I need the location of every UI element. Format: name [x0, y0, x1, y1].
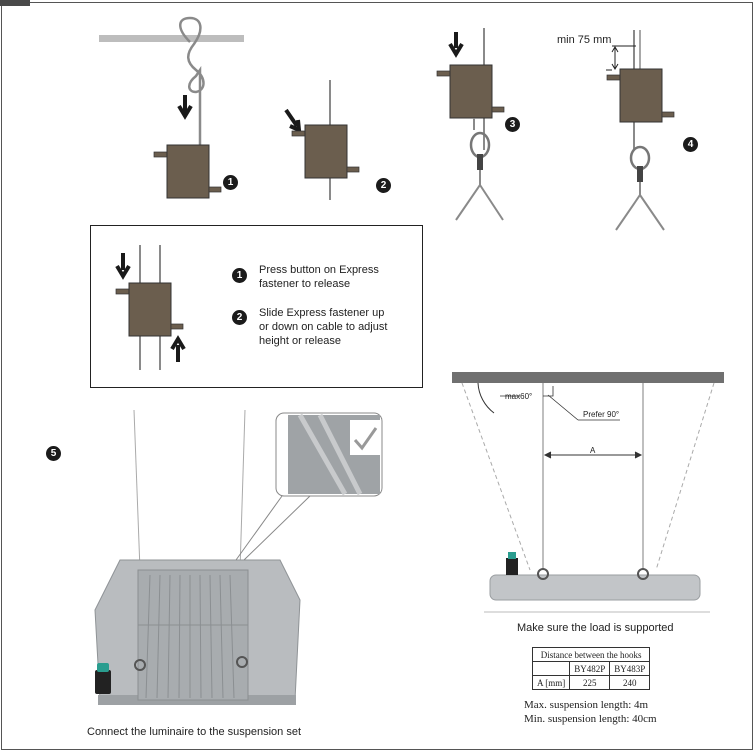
express-fastener — [304, 124, 348, 179]
luminaire-grille — [137, 569, 249, 701]
table-col-2: BY483P — [609, 661, 651, 676]
connector — [506, 558, 518, 575]
step-1-illustration — [99, 16, 244, 199]
step-badge-5: 5 — [46, 446, 61, 461]
fastener-button — [346, 166, 360, 173]
corner-tab — [0, 0, 30, 6]
hook-ring — [629, 145, 651, 171]
cable-loop — [179, 16, 205, 145]
hook-ring — [469, 131, 491, 159]
express-fastener — [449, 64, 493, 119]
suspension-diagram — [452, 372, 724, 613]
min-distance-label: min 75 mm — [557, 34, 612, 46]
down-arrow-icon — [177, 95, 193, 120]
legend-item-2-line3: height or release — [259, 335, 341, 347]
legend-item-2-line1: Slide Express fastener up — [259, 307, 385, 319]
step-3-illustration — [436, 28, 505, 221]
legend-illustration — [115, 245, 186, 370]
fastener-button — [291, 130, 306, 137]
diagonal-arrow-icon — [284, 108, 302, 134]
table-col-1: BY482P — [569, 661, 611, 676]
legend-badge-2: 2 — [232, 310, 247, 325]
step-4-illustration — [606, 30, 675, 231]
step-badge-3: 3 — [505, 117, 520, 132]
step-badge-2: 2 — [376, 178, 391, 193]
ceiling-bar — [99, 35, 244, 42]
down-arrow-icon — [115, 253, 131, 280]
fastener-button — [208, 186, 222, 193]
hook-stem — [477, 154, 483, 170]
legend-item-1-line2: fastener to release — [259, 278, 351, 290]
legend-item-1-line1: Press button on Express — [259, 264, 379, 276]
distance-a-label: A — [590, 446, 596, 455]
hook-ring — [134, 659, 146, 671]
luminaire-caption: Connect the luminaire to the suspension … — [87, 726, 302, 738]
load-caption: Make sure the load is supported — [517, 622, 674, 634]
min-suspension-note: Min. suspension length: 40cm — [524, 713, 657, 725]
luminaire-illustration — [94, 409, 383, 705]
max-angle-label: max60° — [505, 392, 533, 401]
table-value-1: 225 — [569, 675, 611, 690]
table-header: Distance between the hooks — [531, 647, 651, 662]
down-arrow-icon — [448, 32, 464, 58]
hook-distance-table: Distance between the hooks BY482P BY483P… — [531, 647, 651, 690]
legend-box — [90, 225, 423, 388]
dimension-arrow — [611, 46, 619, 70]
prefer-angle-label: Prefer 90° — [583, 410, 620, 419]
step-badge-4: 4 — [683, 137, 698, 152]
express-fastener — [166, 144, 210, 199]
step-badge-1: 1 — [223, 175, 238, 190]
hook-ring — [236, 656, 248, 668]
ceiling — [452, 372, 724, 383]
up-arrow-icon — [170, 335, 186, 362]
luminaire-body — [489, 574, 701, 601]
legend-item-2-line2: or down on cable to adjust — [259, 321, 388, 333]
fastener-button — [153, 151, 168, 158]
express-fastener — [128, 282, 172, 337]
express-fastener — [619, 68, 663, 123]
table-value-2: 240 — [609, 675, 651, 690]
step-2-illustration — [284, 80, 360, 200]
table-row-label: A [mm] — [531, 675, 571, 690]
checkmark-icon — [353, 427, 378, 451]
suspension-wires — [455, 170, 504, 221]
legend-badge-1: 1 — [232, 268, 247, 283]
connector — [95, 670, 111, 694]
max-suspension-note: Max. suspension length: 4m — [524, 699, 649, 711]
